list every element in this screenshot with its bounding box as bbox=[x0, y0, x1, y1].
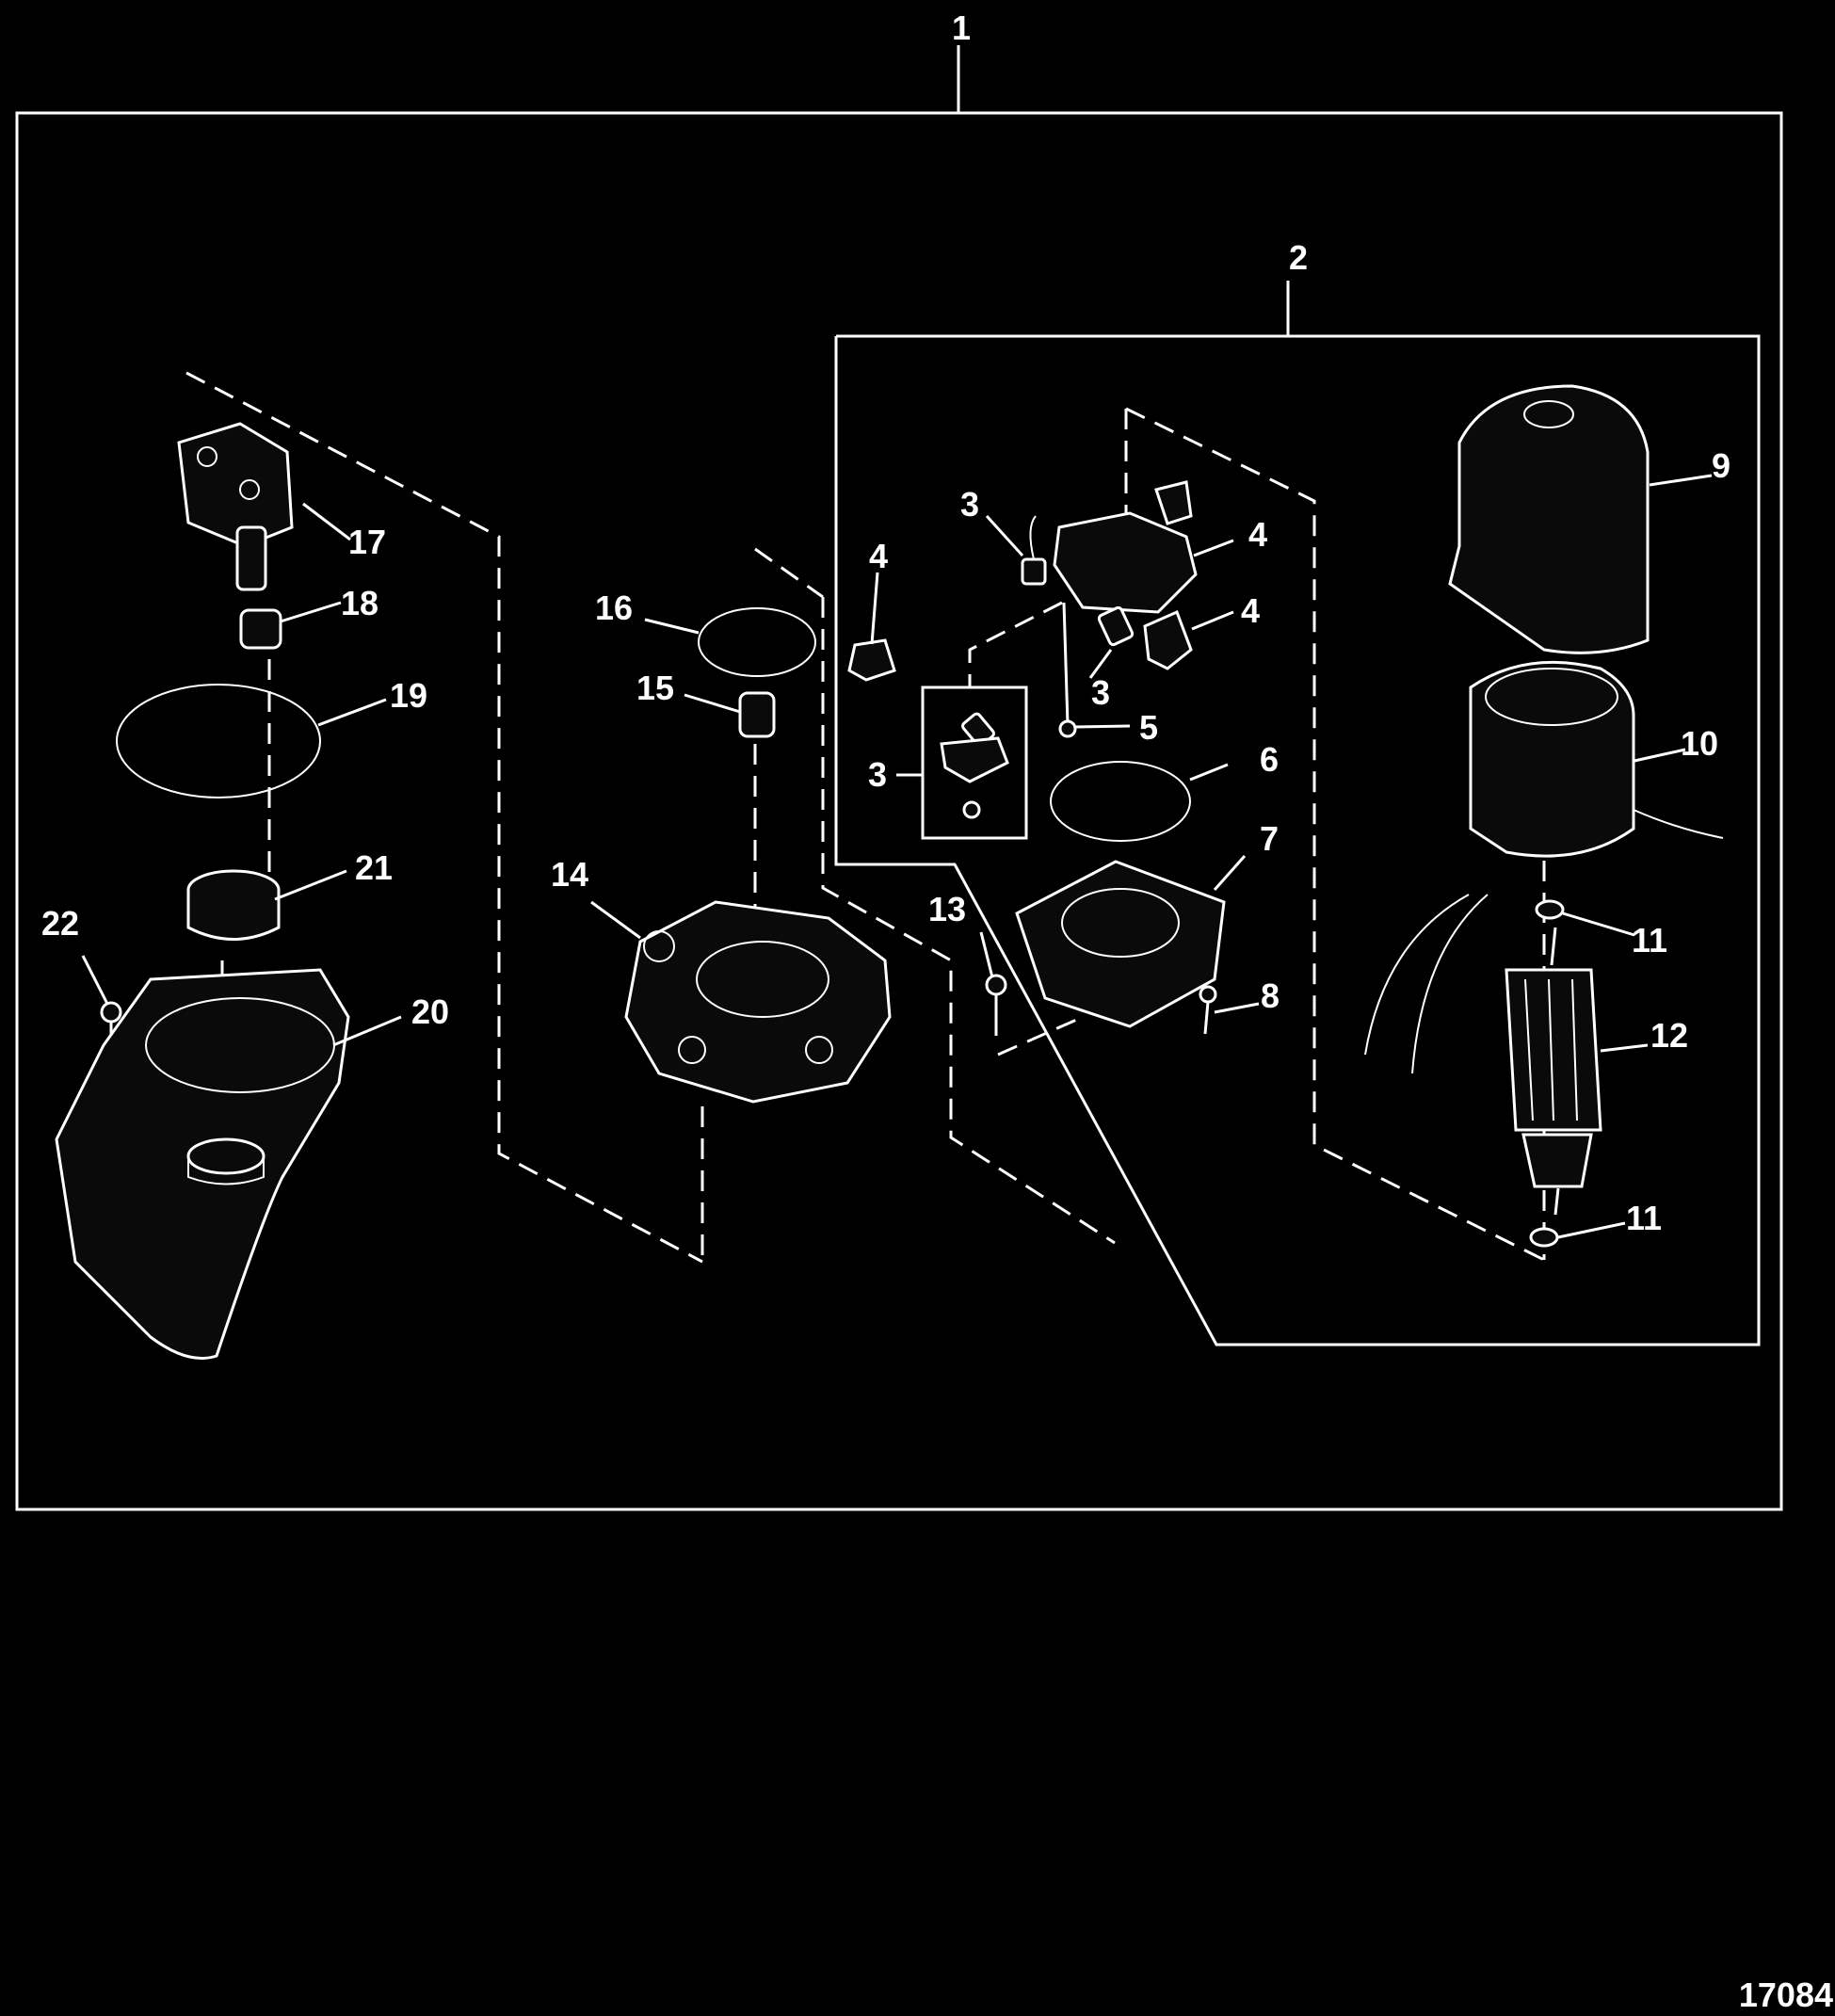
callout-13: 13 bbox=[928, 890, 966, 928]
assembly-frame-2 bbox=[834, 281, 1761, 1347]
callout-16: 16 bbox=[595, 589, 633, 627]
callout-3: 3 bbox=[960, 485, 979, 524]
callout-14: 14 bbox=[551, 855, 588, 894]
part-20-reservoir bbox=[55, 968, 350, 1360]
part-18-plug bbox=[239, 608, 282, 650]
part-19-o-ring bbox=[116, 684, 321, 798]
callout-8: 8 bbox=[1261, 976, 1280, 1015]
part-5-through-bolt bbox=[1058, 602, 1077, 738]
part-6-o-ring bbox=[1050, 761, 1191, 842]
part-7-end-cap bbox=[1015, 860, 1226, 1028]
callout-15: 15 bbox=[636, 669, 674, 707]
part-11-washer-a bbox=[1535, 899, 1565, 920]
callout-11: 11 bbox=[1632, 921, 1667, 960]
callout-4: 4 bbox=[869, 537, 888, 575]
callout-22: 22 bbox=[41, 904, 79, 943]
callout-17: 17 bbox=[348, 523, 386, 561]
callout-11: 11 bbox=[1626, 1199, 1662, 1237]
callout-4: 4 bbox=[1241, 591, 1260, 630]
part-16-o-ring bbox=[698, 607, 816, 677]
callout-3: 3 bbox=[868, 755, 887, 794]
callout-20: 20 bbox=[411, 992, 449, 1031]
part-3-brush-b bbox=[1097, 605, 1135, 647]
part-13-screw bbox=[985, 974, 1007, 1036]
part-15-valve bbox=[738, 691, 776, 738]
part-12-armature bbox=[1505, 927, 1602, 1216]
part-11-washer-b bbox=[1529, 1227, 1559, 1248]
callout-4: 4 bbox=[1248, 515, 1267, 554]
callout-10: 10 bbox=[1681, 724, 1718, 763]
assembly-frame-1 bbox=[15, 45, 1783, 1511]
callout-12: 12 bbox=[1650, 1016, 1688, 1055]
callout-3: 3 bbox=[1091, 673, 1110, 712]
leader-lines bbox=[81, 474, 1713, 1239]
part-3-brush-a bbox=[1021, 515, 1047, 586]
callout-5: 5 bbox=[1139, 708, 1158, 747]
part-17-pump-cover bbox=[177, 422, 294, 591]
callout-19: 19 bbox=[390, 676, 427, 715]
part-21-fill-cap bbox=[186, 869, 281, 941]
part-14-pump-body bbox=[624, 900, 892, 1104]
callout-2: 2 bbox=[1289, 238, 1308, 277]
callout-18: 18 bbox=[341, 584, 378, 622]
callout-labels: 1 2 3 3 3 4 4 4 5 6 7 8 9 10 11 11 12 13… bbox=[41, 8, 1730, 1237]
part-9-motor-cover bbox=[1448, 384, 1650, 654]
callout-21: 21 bbox=[355, 848, 393, 887]
part-3-brush-kit-box bbox=[921, 685, 1028, 840]
callout-9: 9 bbox=[1712, 446, 1730, 485]
part-4-brush-holder-c bbox=[1143, 609, 1193, 670]
part-4-brush-holder-b bbox=[1053, 480, 1198, 614]
part-8-screw bbox=[1199, 985, 1217, 1035]
part-10-field-assembly bbox=[1364, 660, 1724, 1074]
callout-7: 7 bbox=[1260, 819, 1279, 858]
callout-6: 6 bbox=[1260, 740, 1279, 779]
alignment-lines bbox=[185, 371, 1546, 1264]
callout-1: 1 bbox=[952, 8, 971, 47]
part-4-brush-holder-a bbox=[847, 638, 896, 682]
figure-id: 17084 bbox=[1738, 1976, 1833, 2014]
